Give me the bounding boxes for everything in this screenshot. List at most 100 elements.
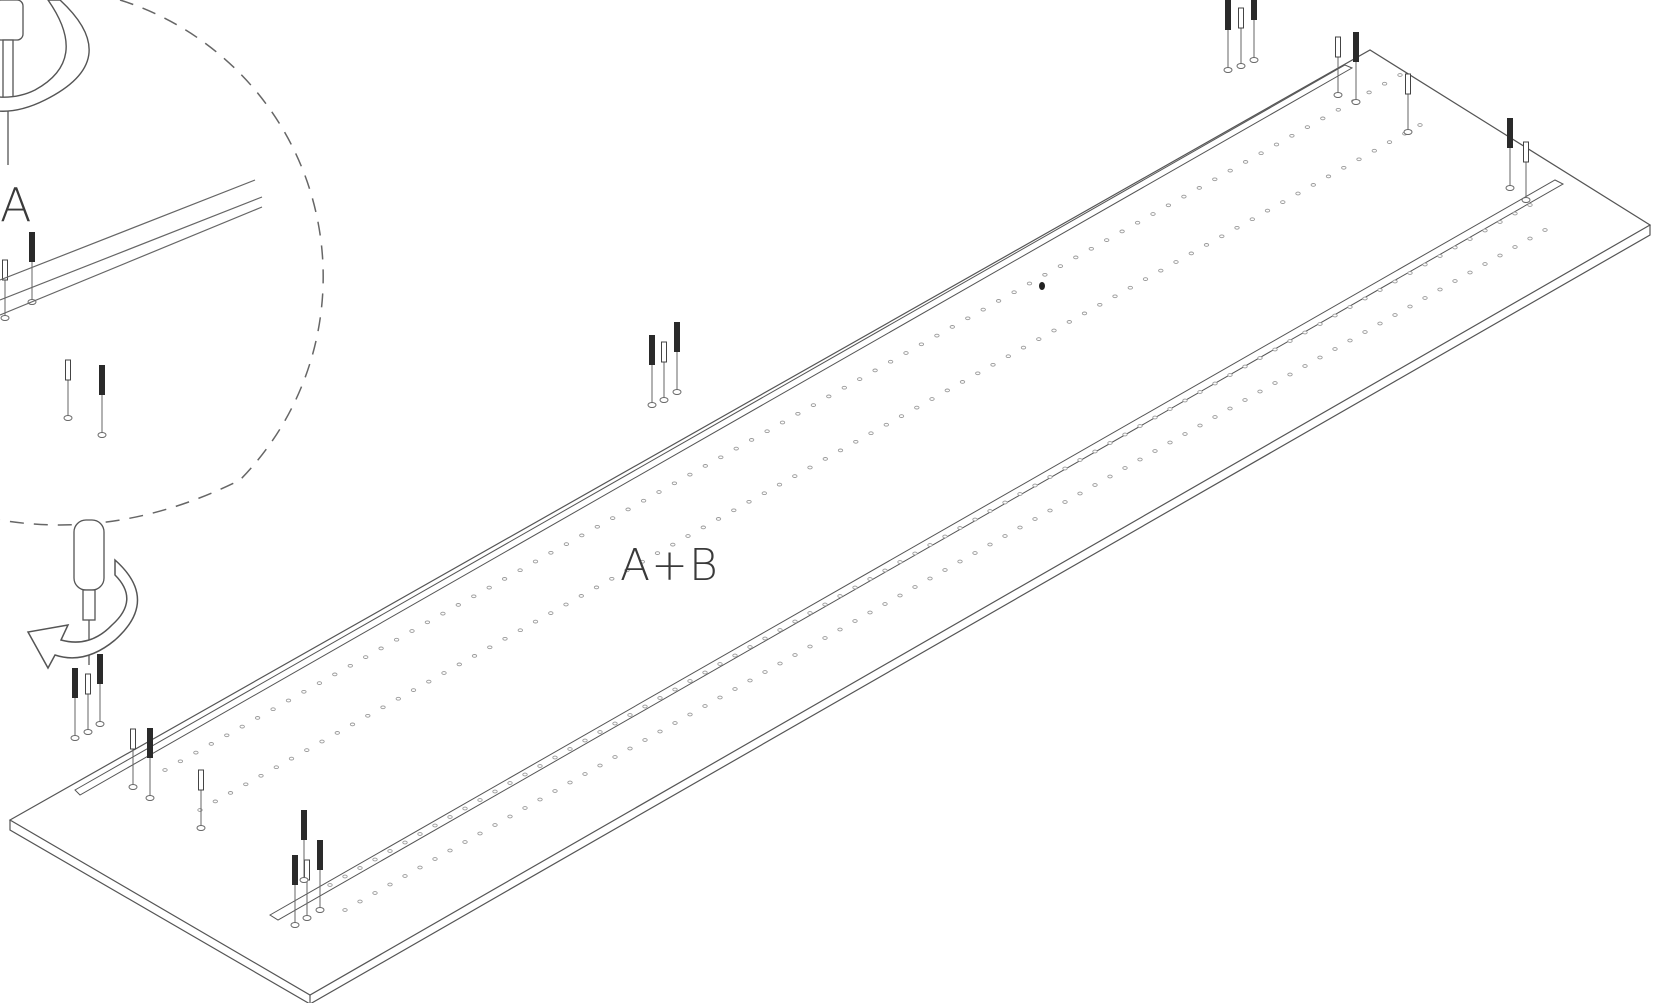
hole (208, 742, 214, 746)
hole (1482, 228, 1488, 233)
dowel-fitting (70, 668, 80, 741)
hole (1467, 237, 1473, 241)
hole (1005, 354, 1011, 359)
hole (975, 371, 981, 376)
hole (732, 653, 738, 658)
hole (548, 611, 554, 615)
dowel-fitting (299, 810, 309, 883)
hole (942, 568, 948, 572)
hole (517, 568, 523, 573)
hole (1347, 338, 1353, 343)
hole (1092, 483, 1098, 487)
hole (1047, 475, 1053, 479)
hole (372, 891, 378, 895)
hole (1280, 200, 1286, 204)
dowel-fitting (1223, 0, 1233, 73)
hole (1347, 305, 1353, 309)
hole (227, 791, 234, 795)
hole (837, 627, 843, 632)
hole (792, 619, 798, 624)
hole (1332, 347, 1338, 351)
hole (1127, 285, 1133, 290)
hole (477, 798, 483, 802)
cam-bolt-fitting (1236, 7, 1246, 69)
hole (492, 789, 498, 794)
detail-label: A (0, 178, 32, 232)
hole (912, 585, 918, 589)
hole (887, 359, 894, 364)
hole (1134, 220, 1141, 225)
hole (1011, 290, 1017, 295)
hole (456, 662, 462, 667)
hole (372, 857, 378, 862)
hole (1302, 330, 1308, 335)
hole (670, 542, 676, 547)
dowel-fitting (1505, 118, 1515, 191)
hole (301, 689, 307, 694)
hole (597, 730, 603, 734)
hole (1392, 279, 1398, 284)
hole (1320, 116, 1326, 121)
hole (1051, 328, 1057, 333)
hole (1392, 313, 1398, 317)
hole (395, 696, 401, 701)
hole (1264, 208, 1271, 213)
hole (1482, 262, 1488, 266)
hole (1057, 264, 1064, 268)
hole (1417, 123, 1423, 127)
hole (1272, 347, 1278, 352)
hole (1227, 406, 1233, 411)
hole (270, 707, 276, 712)
hole (957, 526, 963, 530)
hole (1377, 321, 1383, 326)
dowel-fitting (145, 728, 155, 801)
hole (517, 628, 523, 633)
hole (552, 755, 558, 760)
hole (807, 611, 813, 615)
hole (867, 577, 873, 581)
hole (853, 439, 859, 444)
hole (567, 747, 573, 751)
hole (1032, 483, 1038, 488)
hole (903, 351, 909, 355)
hole (912, 551, 918, 556)
hole (1257, 389, 1263, 394)
hole (440, 611, 446, 616)
hole (1287, 339, 1293, 343)
hole (1112, 294, 1118, 299)
hole (417, 832, 423, 836)
hole (761, 491, 767, 496)
hole (1088, 246, 1094, 251)
hole (507, 781, 513, 785)
hole (332, 672, 338, 677)
hole (471, 594, 477, 599)
hole (1452, 245, 1458, 250)
hole (334, 731, 340, 735)
hole (762, 636, 768, 641)
hole (872, 368, 878, 373)
hole (702, 670, 708, 675)
hole (882, 602, 888, 606)
hole (639, 559, 645, 564)
hole (455, 603, 461, 607)
hole (1062, 466, 1068, 471)
hole (363, 655, 369, 659)
hole (1497, 253, 1503, 258)
hole (852, 619, 858, 623)
cam-bolt-fitting (659, 341, 669, 403)
hole (224, 733, 230, 738)
hole (1287, 372, 1293, 377)
hole (1173, 260, 1179, 264)
cam-bolt-fitting (63, 359, 73, 421)
hole (563, 542, 570, 546)
hole (532, 619, 539, 624)
hole (841, 385, 847, 390)
hole (1073, 255, 1079, 260)
hole (777, 628, 783, 632)
hole (243, 782, 249, 787)
hole (1317, 322, 1323, 326)
hole (837, 448, 844, 453)
hole (410, 688, 417, 692)
hole (700, 525, 706, 530)
hole (807, 644, 813, 649)
